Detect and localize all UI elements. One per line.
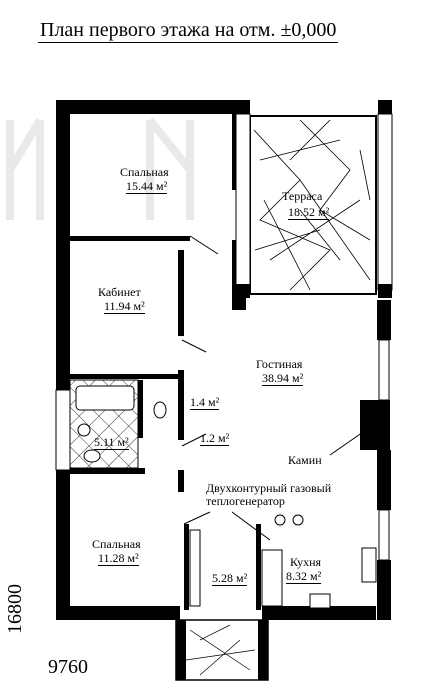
room-name-kitchen: Кухня: [290, 555, 322, 569]
room-name-bedroom-1: Спальная: [120, 165, 169, 179]
boiler-label: Двухконтурный газовый теплогенератор: [206, 482, 356, 508]
room-area-terrace: 18.52 м²: [288, 205, 330, 220]
wardrobe: [189, 529, 201, 607]
stove-burner: [274, 514, 286, 526]
room-area-kitchen: 8.32 м²: [286, 569, 322, 584]
room-name-bedroom-2: Спальная: [92, 537, 141, 551]
sink: [309, 593, 331, 609]
terrace: [235, 100, 393, 298]
room-area-bedroom-1: 15.44 м²: [126, 179, 168, 194]
wc-toilet: [153, 401, 167, 419]
room-area-hall: 1.2 м²: [200, 431, 230, 446]
boiler-label-line: Двухконтурный газовый теплогенератор: [206, 481, 332, 508]
stove-burner: [292, 514, 304, 526]
room-area-closet: 5.28 м²: [212, 571, 248, 586]
room-area-bedroom-2: 11.28 м²: [98, 551, 139, 566]
room-name-living: Гостиная: [256, 357, 303, 371]
room-name-terrace: Терраса: [282, 189, 323, 203]
plan-title: План первого этажа на отм. ±0,000: [38, 19, 339, 43]
room-area-study: 11.94 м²: [104, 299, 145, 314]
kitchen-counter: [261, 549, 283, 607]
room-area-bathroom: 5.11 м²: [94, 435, 129, 450]
fireplace-label: Камин: [288, 453, 322, 467]
washbasin: [77, 423, 91, 437]
room-area-living: 38.94 м²: [262, 371, 304, 386]
width-dimension: 9760: [48, 656, 88, 678]
height-dimension: 16800: [4, 584, 26, 634]
leader-lines: [231, 429, 367, 541]
toilet: [83, 449, 101, 463]
door-swings: [181, 235, 219, 525]
bathtub: [75, 385, 135, 411]
boiler: [361, 547, 377, 583]
partitions: [70, 236, 261, 610]
room-name-study: Кабинет: [98, 285, 141, 299]
porch: [175, 619, 269, 681]
room-area-wc: 1.4 м²: [190, 395, 220, 410]
